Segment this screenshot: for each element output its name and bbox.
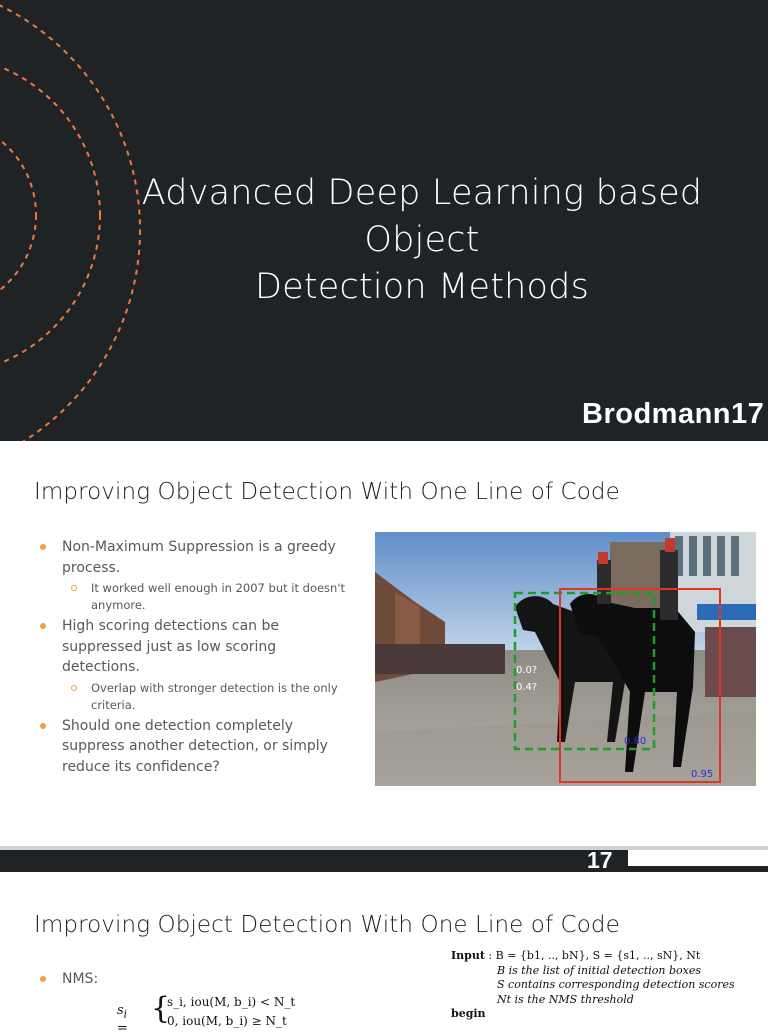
bullet-item: Should one detection completely suppress… (38, 716, 353, 778)
slide-heading: Improving Object Detection With One Line… (34, 912, 620, 938)
sub-bullet-ring-icon (71, 684, 77, 691)
algo-input-text: : B = {b1, .., bN}, S = {s1, .., sN}, Nt (488, 949, 701, 962)
building-left-facade (395, 592, 420, 650)
algo-line: S contains corresponding detection score… (497, 978, 735, 991)
bullet-text: Should one detection completely suppress… (62, 717, 328, 775)
bullet-text: High scoring detections can be suppresse… (62, 618, 279, 675)
detection-example-photo: 0.0? 0.4? 0.80 0.95 (375, 532, 756, 786)
bullet-item: High scoring detections can be suppresse… (38, 616, 353, 678)
brand-logo: Brodmann17 (582, 398, 765, 430)
detection-box-green (513, 591, 656, 751)
horse-front (570, 594, 695, 772)
decorative-arcs (0, 4, 141, 456)
algo-keyword: Input (451, 949, 485, 962)
slide-divider: 17 (0, 846, 768, 872)
bullet-item: NMS: (38, 969, 98, 990)
score-label: 0.0? (516, 665, 537, 676)
divider-gap (628, 850, 768, 866)
nms-formula-slide: Improving Object Detection With One Line… (0, 872, 768, 1036)
rider-plume (665, 538, 675, 552)
slide-title-line1: Advanced Deep Learning based Object (141, 173, 703, 260)
score-label: 0.80 (624, 736, 646, 747)
arc-outer (0, 4, 141, 456)
window (703, 536, 711, 576)
bullet-dot-icon (40, 722, 46, 729)
sub-bullet-text: Overlap with stronger detection is the o… (91, 680, 338, 712)
bullet-list: Non-Maximum Suppression is a greedy proc… (38, 537, 353, 777)
sub-bullet-item: Overlap with stronger detection is the o… (38, 680, 353, 714)
rider-front (660, 550, 678, 620)
crowd-right (705, 627, 756, 697)
algo-line: B is the list of initial detection boxes (497, 963, 701, 977)
crowd-left (375, 644, 505, 674)
rider-plume (598, 552, 608, 564)
brand-logo-fragment: 17 (587, 847, 613, 873)
sub-bullet-ring-icon (71, 585, 77, 591)
formula-case-1: s_i, iou(M, b_i) < N_t (167, 995, 296, 1009)
algo-line: Nt is the NMS threshold (497, 992, 634, 1006)
formula-case-2: 0, iou(M, b_i) ≥ N_t (167, 1014, 287, 1028)
nms-slide: Improving Object Detection With One Line… (0, 441, 768, 846)
bullet-dot-icon (40, 976, 46, 982)
arc-middle (0, 65, 101, 365)
arc-inner (0, 138, 37, 292)
detection-box-red (559, 588, 721, 783)
bullet-text: Non-Maximum Suppression is a greedy proc… (62, 539, 336, 576)
formula-lhs: si = (117, 1003, 128, 1036)
window (731, 536, 739, 576)
nms-algorithm: Input : B = {b1, .., bN}, S = {s1, .., s… (451, 949, 735, 1022)
storefront-sign (697, 604, 756, 620)
slide-title-line2: Detection Methods (254, 267, 590, 307)
rider-back (597, 560, 611, 604)
sub-bullet-text: It worked well enough in 2007 but it doe… (91, 581, 345, 612)
sub-bullet-item: It worked well enough in 2007 but it doe… (38, 580, 353, 614)
title-slide: Advanced Deep Learning based Object Dete… (0, 0, 768, 456)
formula-lhs-symbol: s (117, 1003, 124, 1018)
divider-highlight (0, 846, 768, 850)
formula-brace-icon: { (151, 991, 171, 1026)
bullet-dot-icon (40, 544, 46, 550)
algo-input-row: Input : B = {b1, .., bN}, S = {s1, .., s… (451, 949, 735, 964)
slide-heading: Improving Object Detection With One Line… (34, 479, 620, 505)
window (717, 536, 725, 576)
score-label: 0.95 (691, 769, 713, 780)
bullet-text: NMS: (62, 971, 99, 987)
slide-title: Advanced Deep Learning based Object Dete… (80, 170, 764, 311)
algo-begin: begin (451, 1007, 486, 1020)
window (675, 536, 683, 576)
bullet-dot-icon (40, 623, 46, 629)
score-label: 0.4? (516, 682, 537, 693)
bullet-item: Non-Maximum Suppression is a greedy proc… (38, 537, 353, 578)
window (689, 536, 697, 576)
